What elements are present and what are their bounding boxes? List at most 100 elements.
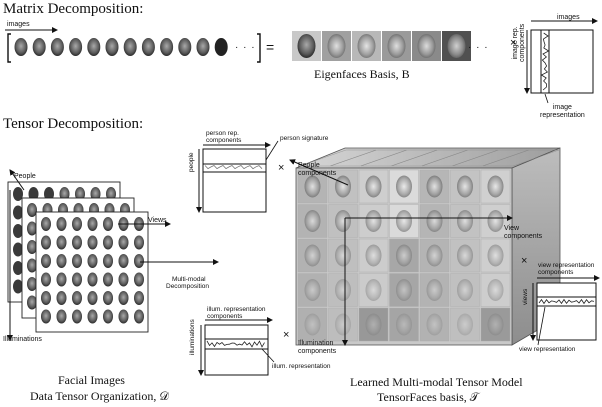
person-signature-label: person signature [280,135,329,142]
tensorface-pattern [487,279,504,301]
tensorface-pattern [457,313,473,336]
tensorface-pattern [487,175,504,198]
tensorface-pattern [457,279,473,301]
tensorface-pattern [487,244,504,267]
face-thumbnail [87,38,101,56]
tensor-face [27,203,37,217]
tensorface-pattern [335,244,351,267]
tensor-face [27,295,37,310]
learned-model-caption: Learned Multi-modal Tensor Model [350,375,523,389]
equals-sign: = [266,39,275,55]
tensor-face [103,254,113,268]
tensor-face [134,291,144,305]
tensor-face [134,235,144,250]
right-bracket [257,33,261,63]
eigenfaces-caption: Eigenfaces Basis, B [314,67,410,81]
tensor-face [28,187,39,201]
tensor-face [13,279,23,294]
tensorface-pattern [426,279,443,301]
facial-images-caption: Facial Images [58,373,125,387]
tensor-face [59,187,70,201]
images-label-right: images [557,14,580,21]
matrix-times: × [510,37,517,49]
illuminations-label: Illuminations [3,336,42,343]
tensor-face [90,187,101,201]
tensorface-pattern [396,244,412,267]
face-thumbnail [141,38,155,56]
matrix-dots-left: · · · [235,42,256,53]
tensor-face [27,258,37,273]
people-label: People [14,173,36,180]
image-signature [540,32,550,91]
tensor-face [41,291,51,305]
tensorface-pattern [304,313,321,336]
tensorfaces-caption: TensorFaces basis, 𝒯 [377,390,479,404]
tensor-face [13,242,23,257]
tensor-heading: Tensor Decomposition: [3,116,144,132]
face-thumbnail [105,38,119,56]
tensorface-pattern [304,244,321,267]
tensorface-pattern [426,244,443,267]
tensor-face [41,217,51,231]
tensorface-pattern [487,313,504,336]
face-thumbnail [14,38,28,56]
tensorface-pattern [426,210,443,232]
tensor-sheet [35,211,149,333]
face-thumbnail [214,38,228,56]
eigenface-pattern [387,34,406,58]
tensor-face [118,272,129,287]
tensor-face [118,291,129,305]
tensor-face [72,291,82,305]
tensor-face [87,272,98,287]
tensor-face [13,261,23,275]
tensor-face [103,291,113,305]
view-rep-matrix [536,282,597,341]
tensorface-pattern [365,279,382,301]
tensor-face [27,277,37,291]
person-times: × [278,162,285,174]
image-rep-leader [544,93,549,104]
tensorface-pattern [426,175,443,198]
face-thumbnail [178,38,192,56]
illuminations-axis-label: illuminations [189,319,196,355]
face-thumbnail [69,38,83,56]
tensorface-pattern [457,175,473,198]
tensor-face [27,221,37,236]
tensorface-pattern [304,175,321,198]
tensorface-pattern [365,210,382,232]
illum-signature-line [206,340,265,348]
illum-times: × [283,329,290,341]
people-axis-label: people [188,152,195,172]
person-signature-leader [265,140,279,161]
tensor-face [118,309,129,324]
tensor-face [56,272,67,287]
tensor-face [72,235,82,250]
eigenface-pattern [297,34,316,58]
tensor-face [87,291,98,305]
tensor-face [103,235,113,250]
eigenfaces-strip [292,31,471,61]
tensor-face [103,309,113,324]
tensor-face [106,187,116,201]
face-thumbnail [160,38,174,56]
person-rep-matrix [202,148,267,213]
tensor-face [87,235,98,250]
matrix-heading: Matrix Decomposition: [3,1,144,17]
tensor-face [27,240,37,254]
tensorface-pattern [335,313,351,336]
tensorface-pattern [365,175,382,198]
eigenface-pattern [447,34,466,58]
tensor-face [56,291,67,305]
views-label: Views [148,217,167,224]
eigenface-pattern [417,34,436,58]
tensor-face [103,272,113,287]
tensor-face [41,235,51,250]
tensor-face [41,272,51,287]
